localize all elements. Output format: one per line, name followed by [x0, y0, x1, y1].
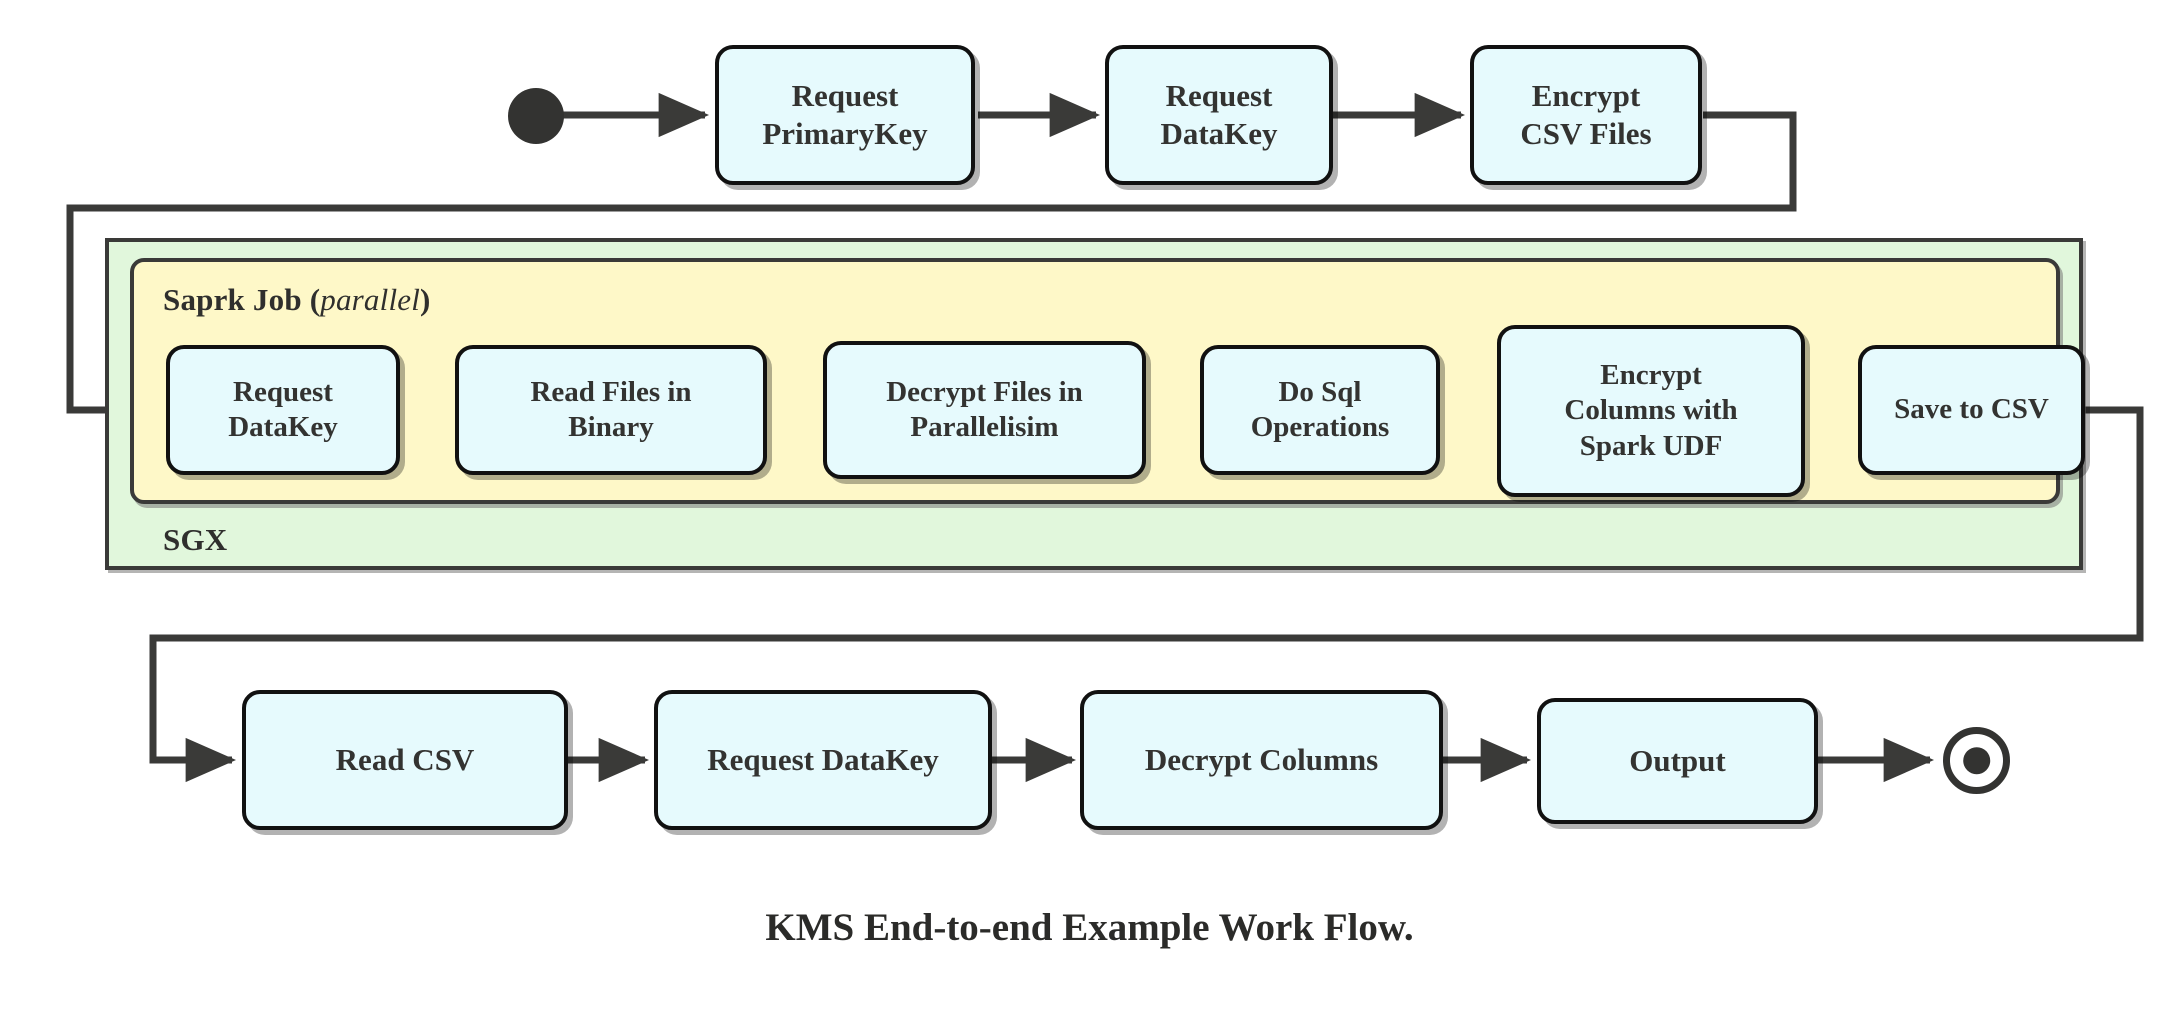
node-line: Request — [791, 78, 899, 114]
node-save-to-csv[interactable]: Save to CSV — [1858, 345, 2085, 475]
node-line: Save to CSV — [1894, 393, 2049, 426]
region-spark-job-label-modifier: parallel — [320, 282, 421, 317]
node-line: DataKey — [228, 411, 338, 443]
node-output[interactable]: Output — [1537, 698, 1818, 824]
final-state-ring — [1943, 727, 2010, 794]
node-do-sql-operations[interactable]: Do Sql Operations — [1200, 345, 1440, 475]
paren-open: ( — [309, 282, 321, 317]
node-decrypt-files-in-parallelisim[interactable]: Decrypt Files in Parallelisim — [823, 341, 1146, 479]
node-line: Do Sql — [1278, 375, 1362, 408]
node-read-csv[interactable]: Read CSV — [242, 690, 568, 830]
node-line: Output — [1629, 743, 1726, 779]
node-encrypt-columns-with-spark-udf[interactable]: Encrypt Columns with Spark UDF — [1497, 325, 1805, 497]
diagram-caption: KMS End-to-end Example Work Flow. — [0, 905, 2179, 950]
node-line: Binary — [568, 411, 654, 443]
node-line: Parallelisim — [910, 411, 1059, 443]
node-decrypt-columns[interactable]: Decrypt Columns — [1080, 690, 1443, 830]
caption-text: KMS End-to-end Example Work Flow. — [765, 906, 1414, 949]
node-line: PrimaryKey — [762, 116, 928, 151]
node-line: Request DataKey — [707, 742, 939, 778]
node-request-primarykey[interactable]: Request PrimaryKey — [715, 45, 975, 185]
node-line: Request — [1165, 78, 1273, 114]
region-sgx-label-text: SGX — [163, 522, 228, 557]
node-request-datakey-top[interactable]: Request DataKey — [1105, 45, 1333, 185]
node-line: Decrypt Columns — [1144, 742, 1379, 778]
node-line: Columns with — [1564, 394, 1738, 427]
node-read-files-in-binary[interactable]: Read Files in Binary — [455, 345, 767, 475]
node-line: Read CSV — [335, 742, 475, 778]
node-request-datakey-bottom[interactable]: Request DataKey — [654, 690, 992, 830]
start-state-dot — [508, 88, 564, 144]
region-spark-job-label: Saprk Job (parallel) — [163, 282, 431, 318]
node-encrypt-csv-files[interactable]: Encrypt CSV Files — [1470, 45, 1702, 185]
node-line: Operations — [1250, 411, 1390, 443]
node-line: DataKey — [1160, 116, 1278, 151]
region-sgx-label: SGX — [163, 522, 227, 558]
region-spark-job-label-text: Saprk Job — [163, 282, 302, 317]
node-line: CSV Files — [1520, 116, 1652, 151]
node-request-datakey-spark[interactable]: Request DataKey — [166, 345, 400, 475]
node-line: Read Files in — [530, 375, 692, 408]
paren-close: ) — [420, 282, 431, 317]
node-line: Decrypt Files in — [886, 375, 1083, 408]
node-line: Encrypt — [1531, 78, 1641, 114]
node-line: Spark UDF — [1579, 429, 1723, 462]
node-line: Encrypt — [1600, 358, 1702, 391]
node-line: Request — [233, 375, 333, 408]
